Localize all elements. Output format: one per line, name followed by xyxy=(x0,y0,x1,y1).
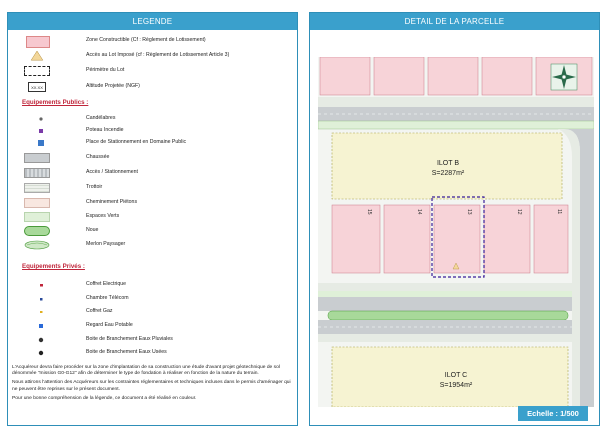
detail-title: DETAIL DE LA PARCELLE xyxy=(310,13,599,30)
ilot-c-area: S=1954m² xyxy=(440,382,473,389)
legend-item: Accès au Lot Imposé (cf : Règlement de L… xyxy=(18,51,293,61)
green-band xyxy=(318,120,594,130)
scale-label: Echelle : 1/500 xyxy=(518,406,588,421)
wastewater-box-icon xyxy=(38,350,44,356)
sidewalk-band xyxy=(318,97,594,107)
private-equipment-title: Equipements Privés : xyxy=(22,263,85,270)
lot-perimeter-swatch xyxy=(24,66,50,76)
access-triangle-icon xyxy=(30,51,44,61)
note-regulatory: Nous attirons l'attention des Acquéreurs… xyxy=(12,380,291,392)
legend-item: Chaussée xyxy=(18,153,293,163)
swale-swatch xyxy=(24,226,50,236)
access-parking-swatch xyxy=(24,168,50,178)
compass-icon xyxy=(550,63,578,91)
road-curve xyxy=(564,129,594,407)
note-geotechnical: L'Acquéreur devra faire procéder sur la … xyxy=(12,365,280,377)
legend-item: Accès / Stationnement xyxy=(18,168,293,178)
legend-item: Poteau Incendie xyxy=(18,126,293,136)
ilot-b-label: ILOT B xyxy=(437,160,459,167)
legend-item: Zone Constructible (Cf : Règlement de Lo… xyxy=(18,36,293,48)
legend-item: Cheminement Piétons xyxy=(18,198,293,208)
legend-item: Noue xyxy=(18,226,293,236)
gas-box-icon xyxy=(40,311,43,313)
streetlight-icon xyxy=(39,117,43,121)
altitude-symbol: XX.XX xyxy=(28,82,46,92)
legend-item: XX.XX Altitude Projetée (NGF) xyxy=(18,82,293,92)
detail-panel: DETAIL DE LA PARCELLE xyxy=(309,12,600,426)
top-lots xyxy=(319,57,593,96)
sidewalk-swatch xyxy=(24,183,50,193)
zone-constructible-swatch xyxy=(26,36,50,48)
landscaped-berm-icon xyxy=(24,240,50,250)
parking-icon xyxy=(38,140,44,146)
telecom-chamber-icon xyxy=(40,298,43,301)
legend-item: Chambre Télécom xyxy=(18,294,293,304)
lot-number: 13 xyxy=(466,209,472,215)
legend-item: Merlon Paysager xyxy=(18,240,293,250)
legend-item: Périmètre du Lot xyxy=(18,66,293,76)
legend-item: Coffret Gaz xyxy=(18,307,293,317)
legend-item: Espaces Verts xyxy=(18,212,293,222)
fire-hydrant-icon xyxy=(39,129,43,133)
legend-item: Coffret Electrique xyxy=(18,280,293,290)
lot-13-perimeter xyxy=(431,196,485,278)
legend-item: Boite de Branchement Eaux Pluviales xyxy=(18,335,293,345)
ilot-b xyxy=(331,132,563,200)
legend-item: Boite de Branchement Eaux Usées xyxy=(18,348,293,358)
pedestrian-path-swatch xyxy=(24,198,50,208)
swale xyxy=(327,310,569,321)
parcel-plan: ILOT B S=2287m² ILOT C S=1954m² 15 14 13… xyxy=(318,57,594,407)
lot-number: 15 xyxy=(366,209,372,215)
access-triangle-icon xyxy=(452,262,460,270)
water-manhole-icon xyxy=(39,324,43,328)
lot-number: 11 xyxy=(556,209,562,214)
electric-box-icon xyxy=(40,284,43,287)
ilot-c-label: ILOT C xyxy=(445,372,467,379)
legend-item: Regard Eau Potable xyxy=(18,321,293,331)
legend-item: Place de Stationnement en Domaine Public xyxy=(18,138,293,148)
legend-title: LEGENDE xyxy=(8,13,297,30)
note-color: Pour une bonne compréhension de la légen… xyxy=(12,395,197,401)
road-swatch xyxy=(24,153,50,163)
ilot-b-area: S=2287m² xyxy=(432,170,465,177)
middle-lots xyxy=(331,196,569,278)
lot-number: 14 xyxy=(416,209,422,215)
green-space-swatch xyxy=(24,212,50,222)
road-band-2 xyxy=(318,297,572,311)
stormwater-box-icon xyxy=(38,337,44,343)
lot-number: 12 xyxy=(516,209,522,215)
legend-panel: LEGENDE Zone Constructible (Cf : Règleme… xyxy=(7,12,298,426)
legend-notes: L'Acquéreur devra faire procéder sur la … xyxy=(12,365,295,405)
public-equipment-title: Equipements Publics : xyxy=(22,99,89,106)
ilot-c xyxy=(331,346,569,407)
legend-item: Candélabres xyxy=(18,114,293,124)
legend-item: Trottoir xyxy=(18,183,293,193)
